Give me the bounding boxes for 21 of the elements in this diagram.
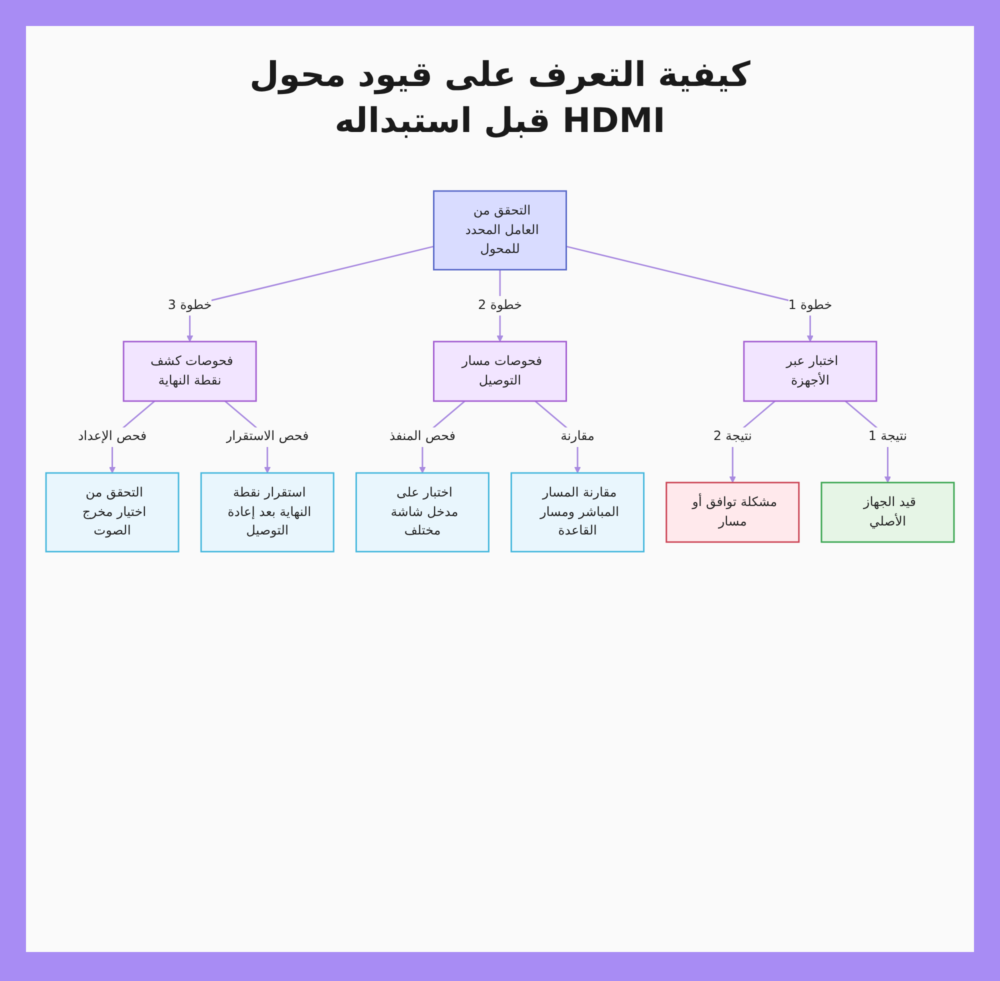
edge-label: خطوة 3: [168, 298, 212, 313]
node-box: مشكلة توافق أو مسار: [666, 482, 800, 543]
edge-label: نتيجة 1: [868, 428, 908, 444]
node-box: استقرار نقطة النهاية بعد إعادة التوصيل: [200, 472, 334, 552]
edge-label: مقارنة: [560, 428, 594, 444]
node-box: اختبار على مدخل شاشة مختلف: [355, 472, 490, 552]
arrow: [566, 246, 814, 342]
node-box: مقارنة المسار المباشر ومسار القاعدة: [510, 472, 645, 552]
node-box: فحوصات مسار التوصيل: [433, 340, 567, 402]
edge-label: خطوة 1: [788, 298, 832, 313]
edge-label: فحص الإعداد: [78, 428, 147, 444]
node-box: قيد الجهاز الأصلي: [820, 482, 955, 543]
node-box: التحقق من اختيار مخرج الصوت: [45, 472, 180, 552]
edge-label: نتيجة 2: [713, 428, 752, 444]
edge-label: فحص المنفذ: [389, 428, 456, 444]
edge-label: خطوة 2: [478, 298, 522, 313]
node-box: التحقق من العامل المحدد للمحول: [433, 190, 567, 270]
diagram-title: كيفية التعرف على قيود محول HDMI قبل استبداله: [248, 54, 752, 143]
node-box: فحوصات كشف نقطة النهاية: [122, 340, 257, 402]
node-box: اختبار عبر الأجهزة: [743, 340, 878, 402]
arrow: [186, 246, 434, 342]
